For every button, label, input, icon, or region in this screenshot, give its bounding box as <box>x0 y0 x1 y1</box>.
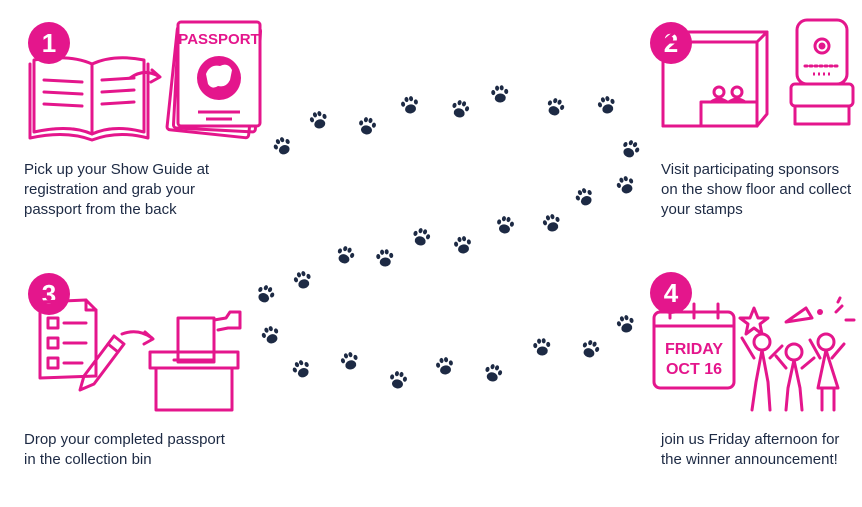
step-3-text: Drop your completed passport in the coll… <box>24 431 225 468</box>
step-1-text: Pick up your Show Guide at registration … <box>24 161 210 218</box>
paw-print-icon <box>623 140 640 158</box>
paw-print-icon <box>359 117 376 135</box>
paw-print-icon <box>616 176 634 194</box>
paw-print-icon <box>273 137 290 155</box>
paw-print-icon <box>616 315 634 333</box>
paw-print-icon <box>542 214 560 232</box>
paw-print-icon <box>582 340 600 358</box>
paw-print-icon <box>575 188 592 206</box>
book-and-passport-icon: PASSPORT <box>28 20 263 142</box>
step-3-number-badge: 3 <box>28 273 70 315</box>
calendar-day-label: FRIDAY <box>665 341 723 358</box>
paw-print-icon <box>337 246 355 264</box>
paw-print-icon <box>413 228 431 246</box>
paw-print-icon <box>452 100 470 118</box>
paw-print-icon <box>340 352 358 370</box>
paw-print-icon <box>436 357 453 375</box>
paw-print-icon <box>547 98 565 116</box>
paw-print-icon <box>401 96 418 114</box>
paw-print-icon <box>292 360 309 378</box>
paw-print-icon <box>454 236 471 254</box>
step-4-text: join us Friday afternoon for the winner … <box>661 431 840 468</box>
paw-print-icon <box>597 96 615 114</box>
checklist-and-ballot-box-icon <box>38 298 242 412</box>
paw-print-icon <box>376 249 394 267</box>
step-2-text: Visit participating sponsors on the show… <box>661 161 852 218</box>
paw-print-icon <box>485 364 503 382</box>
paw-print-icon <box>533 338 551 356</box>
paw-print-icon <box>261 326 279 344</box>
paw-print-icon <box>309 111 327 129</box>
passport-label: PASSPORT <box>178 31 259 48</box>
paw-print-icon <box>258 285 275 303</box>
booth-and-stamp-icon <box>661 18 855 128</box>
paw-print-icon <box>491 85 509 103</box>
paw-print-icon <box>293 271 311 289</box>
calendar-and-celebration-icon: FRIDAY OCT 16 <box>652 296 856 412</box>
calendar-date-label: OCT 16 <box>666 361 722 378</box>
paw-print-icon <box>497 216 514 234</box>
paw-print-icon <box>390 371 407 389</box>
